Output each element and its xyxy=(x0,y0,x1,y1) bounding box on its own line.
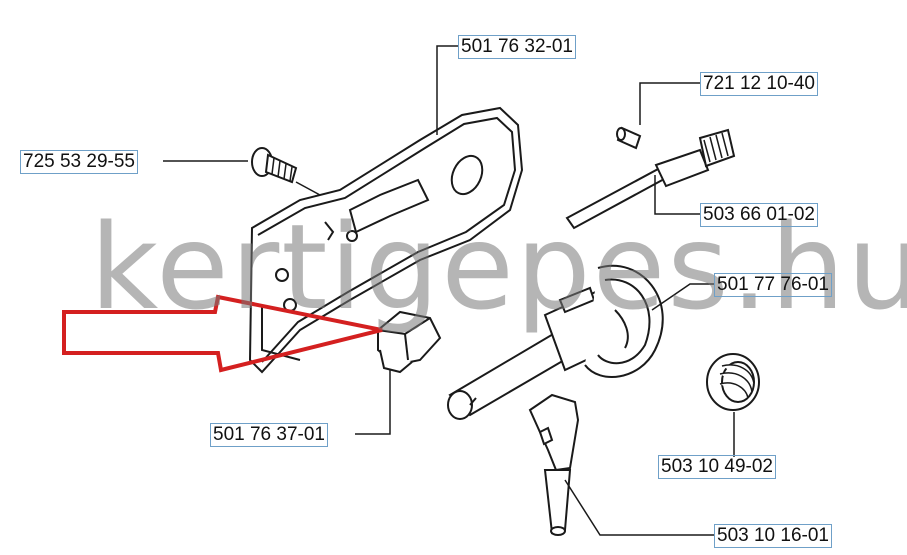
bar-plate-part xyxy=(248,106,524,374)
label-pump-piston: 503 10 16-01 xyxy=(714,524,832,548)
leader-lines xyxy=(163,45,735,536)
label-screw: 725 53 29-55 xyxy=(20,150,138,174)
label-guide-block: 501 76 37-01 xyxy=(210,423,328,447)
label-bar-plate: 501 76 32-01 xyxy=(458,35,576,59)
oil-pump-part xyxy=(447,264,664,420)
label-oil-pump: 501 77 76-01 xyxy=(714,273,832,297)
label-adjuster-screw: 503 66 01-02 xyxy=(700,203,818,227)
highlight-arrow xyxy=(62,294,383,373)
guide-block-part xyxy=(377,310,442,374)
label-pin: 721 12 10-40 xyxy=(700,72,818,96)
adjuster-screw-part xyxy=(565,128,736,230)
pin-part xyxy=(616,126,642,150)
label-spring: 503 10 49-02 xyxy=(658,455,776,479)
spring-part xyxy=(706,353,760,411)
pump-piston-part xyxy=(528,393,580,536)
screw-part xyxy=(251,147,298,184)
